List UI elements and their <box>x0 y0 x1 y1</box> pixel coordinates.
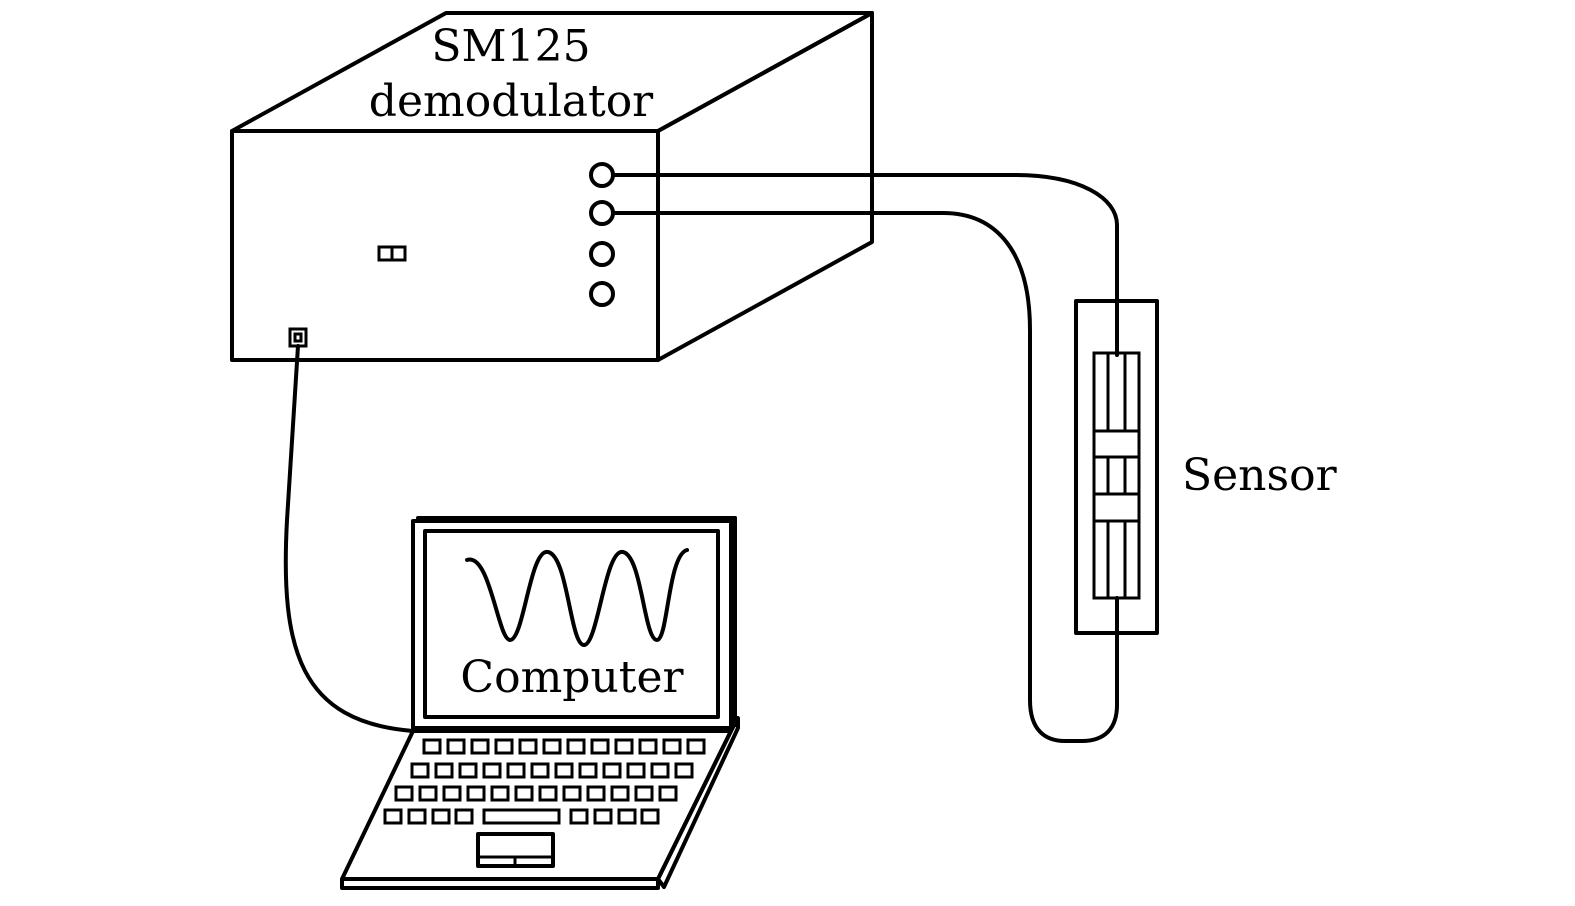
laptop-screen <box>423 529 720 719</box>
keyboard-key <box>658 785 678 802</box>
keyboard-key <box>626 762 646 779</box>
keyboard-key <box>586 785 606 802</box>
keyboard-key <box>494 738 514 755</box>
port-4 <box>589 281 615 307</box>
demodulator-box: SM125 demodulator <box>230 11 874 362</box>
keyboard-key <box>418 785 438 802</box>
keyboard-key <box>674 762 694 779</box>
sensor-label: Sensor <box>1182 450 1338 501</box>
fiber-outer <box>611 173 1119 357</box>
keyboard-key <box>407 808 427 825</box>
keyboard <box>383 738 706 825</box>
sensor-housing <box>1074 299 1159 635</box>
sensor-block-upper <box>1092 429 1141 459</box>
keyboard-key <box>554 762 574 779</box>
keyboard-key <box>617 808 637 825</box>
fiber-inner <box>611 211 1119 743</box>
keyboard-key <box>542 738 562 755</box>
keyboard-key <box>686 738 706 755</box>
port-1 <box>589 162 615 188</box>
keyboard-key <box>634 785 654 802</box>
keyboard-key <box>610 785 630 802</box>
keyboard-key <box>569 808 589 825</box>
keyboard-key <box>566 738 586 755</box>
demodulator-title-line2: demodulator <box>369 76 654 127</box>
keyboard-key <box>602 762 622 779</box>
laptop-lid <box>411 519 733 730</box>
laptop-base-front <box>340 877 660 890</box>
spectrum-waveform <box>465 548 689 647</box>
demodulator-side-face <box>656 11 874 362</box>
demodulator-title-line1: SM125 <box>431 21 590 72</box>
sensor: Sensor <box>1074 299 1338 635</box>
keyboard-key <box>640 808 660 825</box>
keyboard-key <box>446 738 466 755</box>
keyboard-key <box>650 762 670 779</box>
keyboard-key <box>514 785 534 802</box>
spacebar-key <box>482 808 561 825</box>
keyboard-key <box>394 785 414 802</box>
computer-label: Computer <box>460 652 684 703</box>
keyboard-key <box>518 738 538 755</box>
keyboard-key <box>530 762 550 779</box>
laptop-computer: Computer <box>340 516 740 890</box>
keyboard-key <box>490 785 510 802</box>
keyboard-key <box>593 808 613 825</box>
port-2 <box>589 200 615 226</box>
keyboard-key <box>466 785 486 802</box>
keyboard-key <box>614 738 634 755</box>
keyboard-key <box>410 762 430 779</box>
data-port-inner <box>293 332 303 343</box>
keyboard-key <box>434 762 454 779</box>
sensor-element <box>1092 351 1141 600</box>
sensor-block-lower <box>1092 492 1141 523</box>
keyboard-key <box>431 808 451 825</box>
keyboard-key <box>454 808 474 825</box>
port-3 <box>589 241 615 267</box>
keyboard-key <box>506 762 526 779</box>
data-cable <box>283 344 415 733</box>
keyboard-key <box>442 785 462 802</box>
keyboard-key <box>638 738 658 755</box>
laptop-base-side <box>656 716 740 889</box>
keyboard-key <box>422 738 442 755</box>
keyboard-key <box>482 762 502 779</box>
keyboard-key <box>562 785 582 802</box>
keyboard-key <box>662 738 682 755</box>
data-port <box>288 327 308 348</box>
keyboard-key <box>578 762 598 779</box>
keyboard-key <box>590 738 610 755</box>
keyboard-key <box>458 762 478 779</box>
keyboard-key <box>470 738 490 755</box>
keyboard-key <box>383 808 403 825</box>
keyboard-key <box>538 785 558 802</box>
